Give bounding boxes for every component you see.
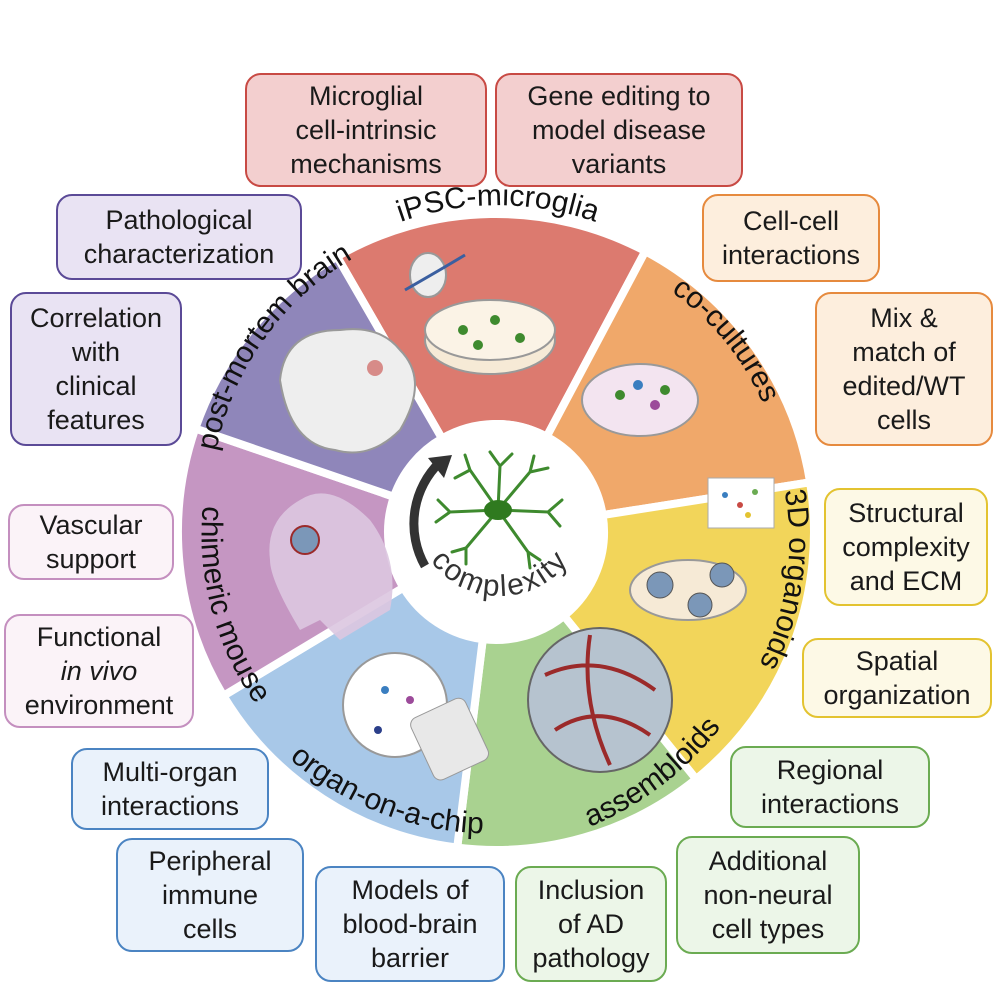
box-line: barrier xyxy=(370,943,450,973)
box-line: of AD xyxy=(557,909,625,939)
box-line: Gene editing to xyxy=(527,81,711,111)
box-line: Structural xyxy=(848,498,964,528)
box-line: features xyxy=(47,405,145,435)
microglia-soma-icon xyxy=(484,500,512,520)
box-line: Spatial xyxy=(855,646,939,676)
box-line: clinical xyxy=(55,371,137,401)
box-text: Microglial cell-intrinsic mechanisms xyxy=(290,79,442,181)
box-line: model disease xyxy=(531,115,707,145)
box-line: Additional xyxy=(708,846,828,876)
box-text: Peripheral immune cells xyxy=(148,844,271,946)
segment-2 xyxy=(560,478,818,784)
box-line: with xyxy=(71,337,120,367)
box-line: Peripheral xyxy=(148,846,272,876)
box-line: Pathological xyxy=(105,205,253,235)
box-pathological-characterization: Pathological characterization xyxy=(56,194,302,280)
dna-editing-icon xyxy=(404,252,466,298)
box-line: organization xyxy=(823,680,971,710)
box-line: mechanisms xyxy=(290,149,442,179)
complexity-arrowhead xyxy=(428,455,452,478)
box-line: blood-brain xyxy=(342,909,478,939)
box-line: cell-intrinsic xyxy=(295,115,437,145)
box-text: Vascular support xyxy=(39,508,142,576)
box-line: interactions xyxy=(100,791,240,821)
box-line: Models of xyxy=(351,875,469,905)
box-line: Multi-organ xyxy=(102,757,238,787)
box-line: Regional xyxy=(776,755,884,785)
box-line: cells xyxy=(876,405,931,435)
box-multi-organ: Multi-organ interactions xyxy=(71,748,269,830)
petri-dish-icon xyxy=(424,299,556,375)
box-line: non-neural xyxy=(703,880,833,910)
box-line: characterization xyxy=(83,239,275,269)
box-ad-pathology: Inclusion of AD pathology xyxy=(515,866,667,982)
box-text: Mix & match of edited/WT cells xyxy=(842,301,965,437)
box-text: Structural complexity and ECM xyxy=(842,496,970,598)
box-non-neural-cells: Additional non-neural cell types xyxy=(676,836,860,954)
assembloid-sphere-icon xyxy=(527,627,673,773)
box-text: Pathological characterization xyxy=(84,203,275,271)
coculture-dish-icon xyxy=(581,363,699,437)
box-text: Additional non-neural cell types xyxy=(703,844,832,946)
box-line: immune xyxy=(161,880,258,910)
box-mix-match: Mix & match of edited/WT cells xyxy=(815,292,993,446)
box-functional-environment: Functional in vivo environment xyxy=(4,614,194,728)
box-regional-interactions: Regional interactions xyxy=(730,746,930,828)
box-structural-complexity: Structural complexity and ECM xyxy=(824,488,988,606)
box-gene-editing: Gene editing to model disease variants xyxy=(495,73,743,187)
box-blood-brain-barrier: Models of blood-brain barrier xyxy=(315,866,505,982)
box-clinical-correlation: Correlation with clinical features xyxy=(10,292,182,446)
box-line: interactions xyxy=(721,240,861,270)
box-peripheral-immune: Peripheral immune cells xyxy=(116,838,304,952)
box-line: and ECM xyxy=(849,566,963,596)
box-line: Mix & xyxy=(870,303,938,333)
box-text: Cell-cell interactions xyxy=(722,204,860,272)
box-microglial-mechanisms: Microglial cell-intrinsic mechanisms xyxy=(245,73,487,187)
box-text: Functional in vivo environment xyxy=(25,620,174,722)
box-line: Inclusion xyxy=(537,875,645,905)
brain-section-icon xyxy=(278,328,416,454)
box-text: Gene editing to model disease variants xyxy=(527,79,710,181)
box-text: Spatial organization xyxy=(823,644,970,712)
box-line: Vascular xyxy=(39,510,143,540)
box-line: Correlation xyxy=(29,303,163,333)
organ-chip-icon xyxy=(342,652,490,781)
box-line: match of xyxy=(852,337,956,367)
box-line: Cell-cell xyxy=(742,206,839,236)
box-text: Regional interactions xyxy=(761,753,899,821)
box-line: cells xyxy=(182,914,237,944)
box-line: pathology xyxy=(532,943,650,973)
box-line: interactions xyxy=(760,789,900,819)
box-line: in vivo xyxy=(60,656,138,686)
box-line: Functional xyxy=(36,622,162,652)
box-text: Multi-organ interactions xyxy=(101,755,239,823)
microglia-cell-icon xyxy=(434,450,564,570)
box-line: support xyxy=(45,544,137,574)
box-line: variants xyxy=(571,149,667,179)
box-vascular-support: Vascular support xyxy=(8,504,174,580)
box-line: cell types xyxy=(711,914,825,944)
complexity-arrow xyxy=(409,458,444,569)
box-spatial-organization: Spatial organization xyxy=(802,638,992,718)
box-line: Microglial xyxy=(308,81,423,111)
box-cell-cell-interactions: Cell-cell interactions xyxy=(702,194,880,282)
box-line: environment xyxy=(24,690,174,720)
box-line: edited/WT xyxy=(842,371,966,401)
box-text: Correlation with clinical features xyxy=(30,301,162,437)
mouse-silhouette-icon xyxy=(269,493,393,640)
box-text: Inclusion of AD pathology xyxy=(532,873,649,975)
organoid-dish-icon xyxy=(629,477,775,621)
box-text: Models of blood-brain barrier xyxy=(342,873,477,975)
box-line: complexity xyxy=(842,532,970,562)
